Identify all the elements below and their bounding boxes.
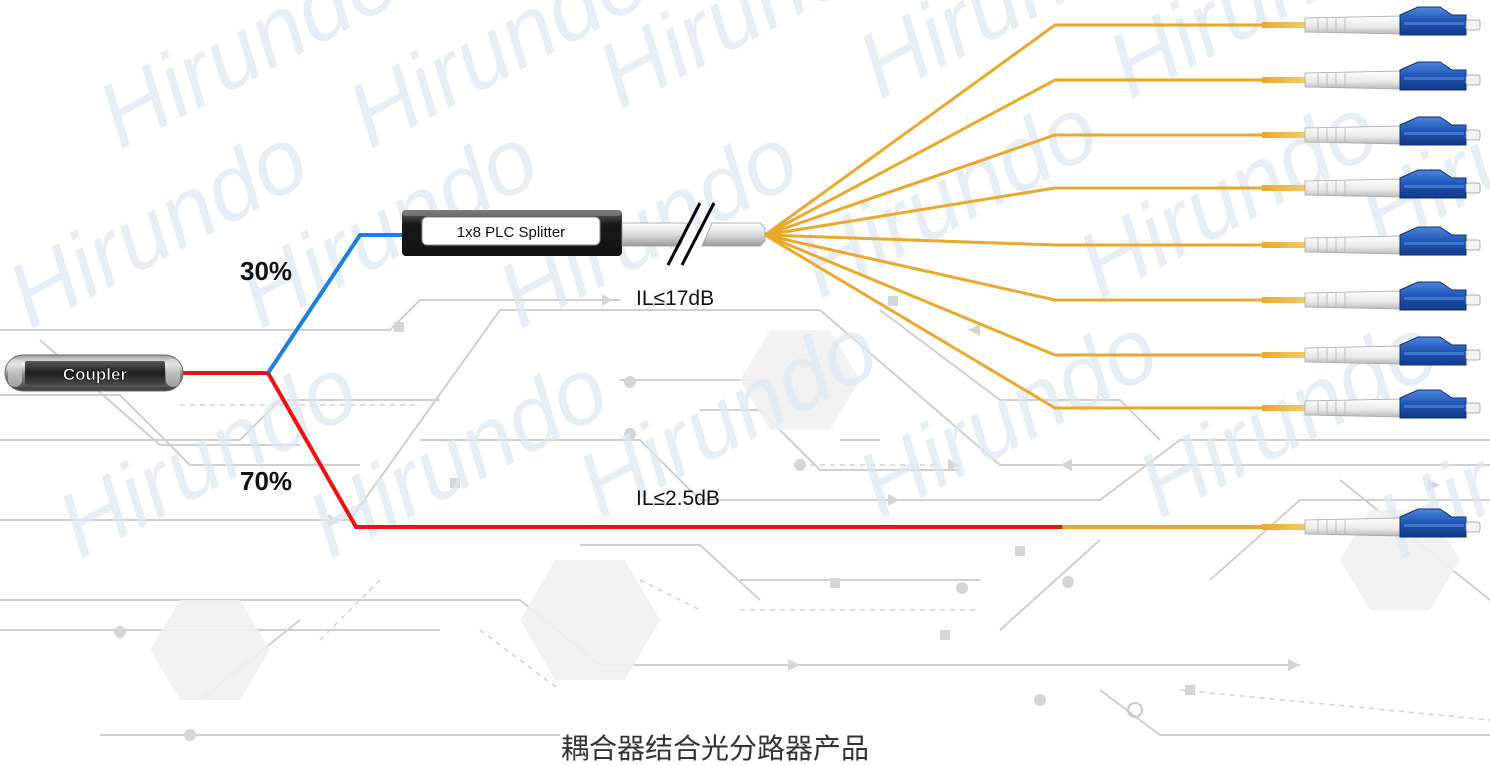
coupler-label: Coupler <box>63 365 128 384</box>
watermark-text: Hirundo <box>1062 76 1394 317</box>
splitter-tube-segment <box>701 222 766 247</box>
lc-connector-5 <box>1262 226 1481 256</box>
output-fiber-4 <box>764 186 1262 237</box>
circuit-ring <box>1127 702 1143 718</box>
lc-connector-2 <box>1262 61 1481 91</box>
caption: 耦合器结合光分路器产品 <box>561 732 869 765</box>
ratio-70-label: 70% <box>240 466 292 496</box>
watermark-layer: HirundoHirundoHirundoHirundoHirundoHirun… <box>0 0 1490 578</box>
output-fiber-2 <box>764 78 1262 237</box>
output-fiber-6 <box>764 233 1262 302</box>
lc-connector-3 <box>1262 116 1481 146</box>
splitter-label: 1x8 PLC Splitter <box>457 224 565 241</box>
splitter-fanout-fibers <box>764 23 1262 410</box>
lc-connector-1 <box>1262 6 1481 36</box>
fiber-30-percent-branch <box>266 233 402 375</box>
break-mark-right <box>680 202 716 266</box>
plc-splitter-device: 1x8 PLC Splitter <box>402 202 766 266</box>
lc-connector-4 <box>1262 169 1481 199</box>
lc-connector-7 <box>1262 336 1481 366</box>
lc-connectors <box>1262 6 1481 538</box>
lc-connector-6 <box>1262 281 1481 311</box>
il-direct-label: IL≤2.5dB <box>636 487 720 510</box>
lc-connector-9 <box>1262 508 1481 538</box>
output-fiber-5 <box>764 233 1262 247</box>
output-fiber-3 <box>764 133 1262 237</box>
watermark-text: Hirundo <box>842 296 1174 537</box>
watermark-text: Hirundo <box>782 76 1114 317</box>
splitter-output-tube <box>621 222 691 247</box>
coupler-device: Coupler <box>4 354 184 392</box>
circuit-dashes <box>180 404 1490 721</box>
circuit-nodes <box>114 294 1440 741</box>
il-splitter-label: IL≤17dB <box>636 287 714 310</box>
break-mark-left <box>666 202 702 266</box>
lc-connector-8 <box>1262 389 1481 419</box>
output-fiber-7 <box>764 233 1262 357</box>
ratio-30-label: 30% <box>240 256 292 286</box>
output-fiber-8 <box>764 233 1262 410</box>
output-fiber-1 <box>764 23 1262 237</box>
fiber-70-percent-branch <box>266 372 1062 529</box>
